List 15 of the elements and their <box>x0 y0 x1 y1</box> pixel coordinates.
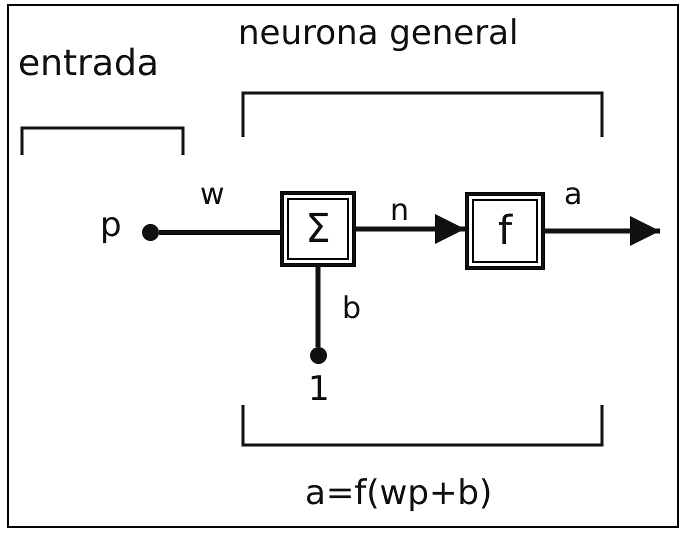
input-dot <box>310 347 327 364</box>
bracket-label: entrada <box>18 46 159 82</box>
arrow <box>545 216 660 246</box>
node-label: 1 <box>308 372 330 406</box>
box-label: f <box>498 208 512 254</box>
box-label: Σ <box>305 206 331 252</box>
node-label: p <box>100 208 122 242</box>
formula-label: a=f(wp+b) <box>305 476 492 510</box>
bracket-label: neurona general <box>238 16 518 50</box>
connector-line <box>159 230 280 235</box>
input-dot <box>142 224 159 241</box>
arrow <box>356 214 465 244</box>
function-box <box>465 192 545 270</box>
connector-line <box>316 267 320 347</box>
summation-box <box>280 191 356 267</box>
